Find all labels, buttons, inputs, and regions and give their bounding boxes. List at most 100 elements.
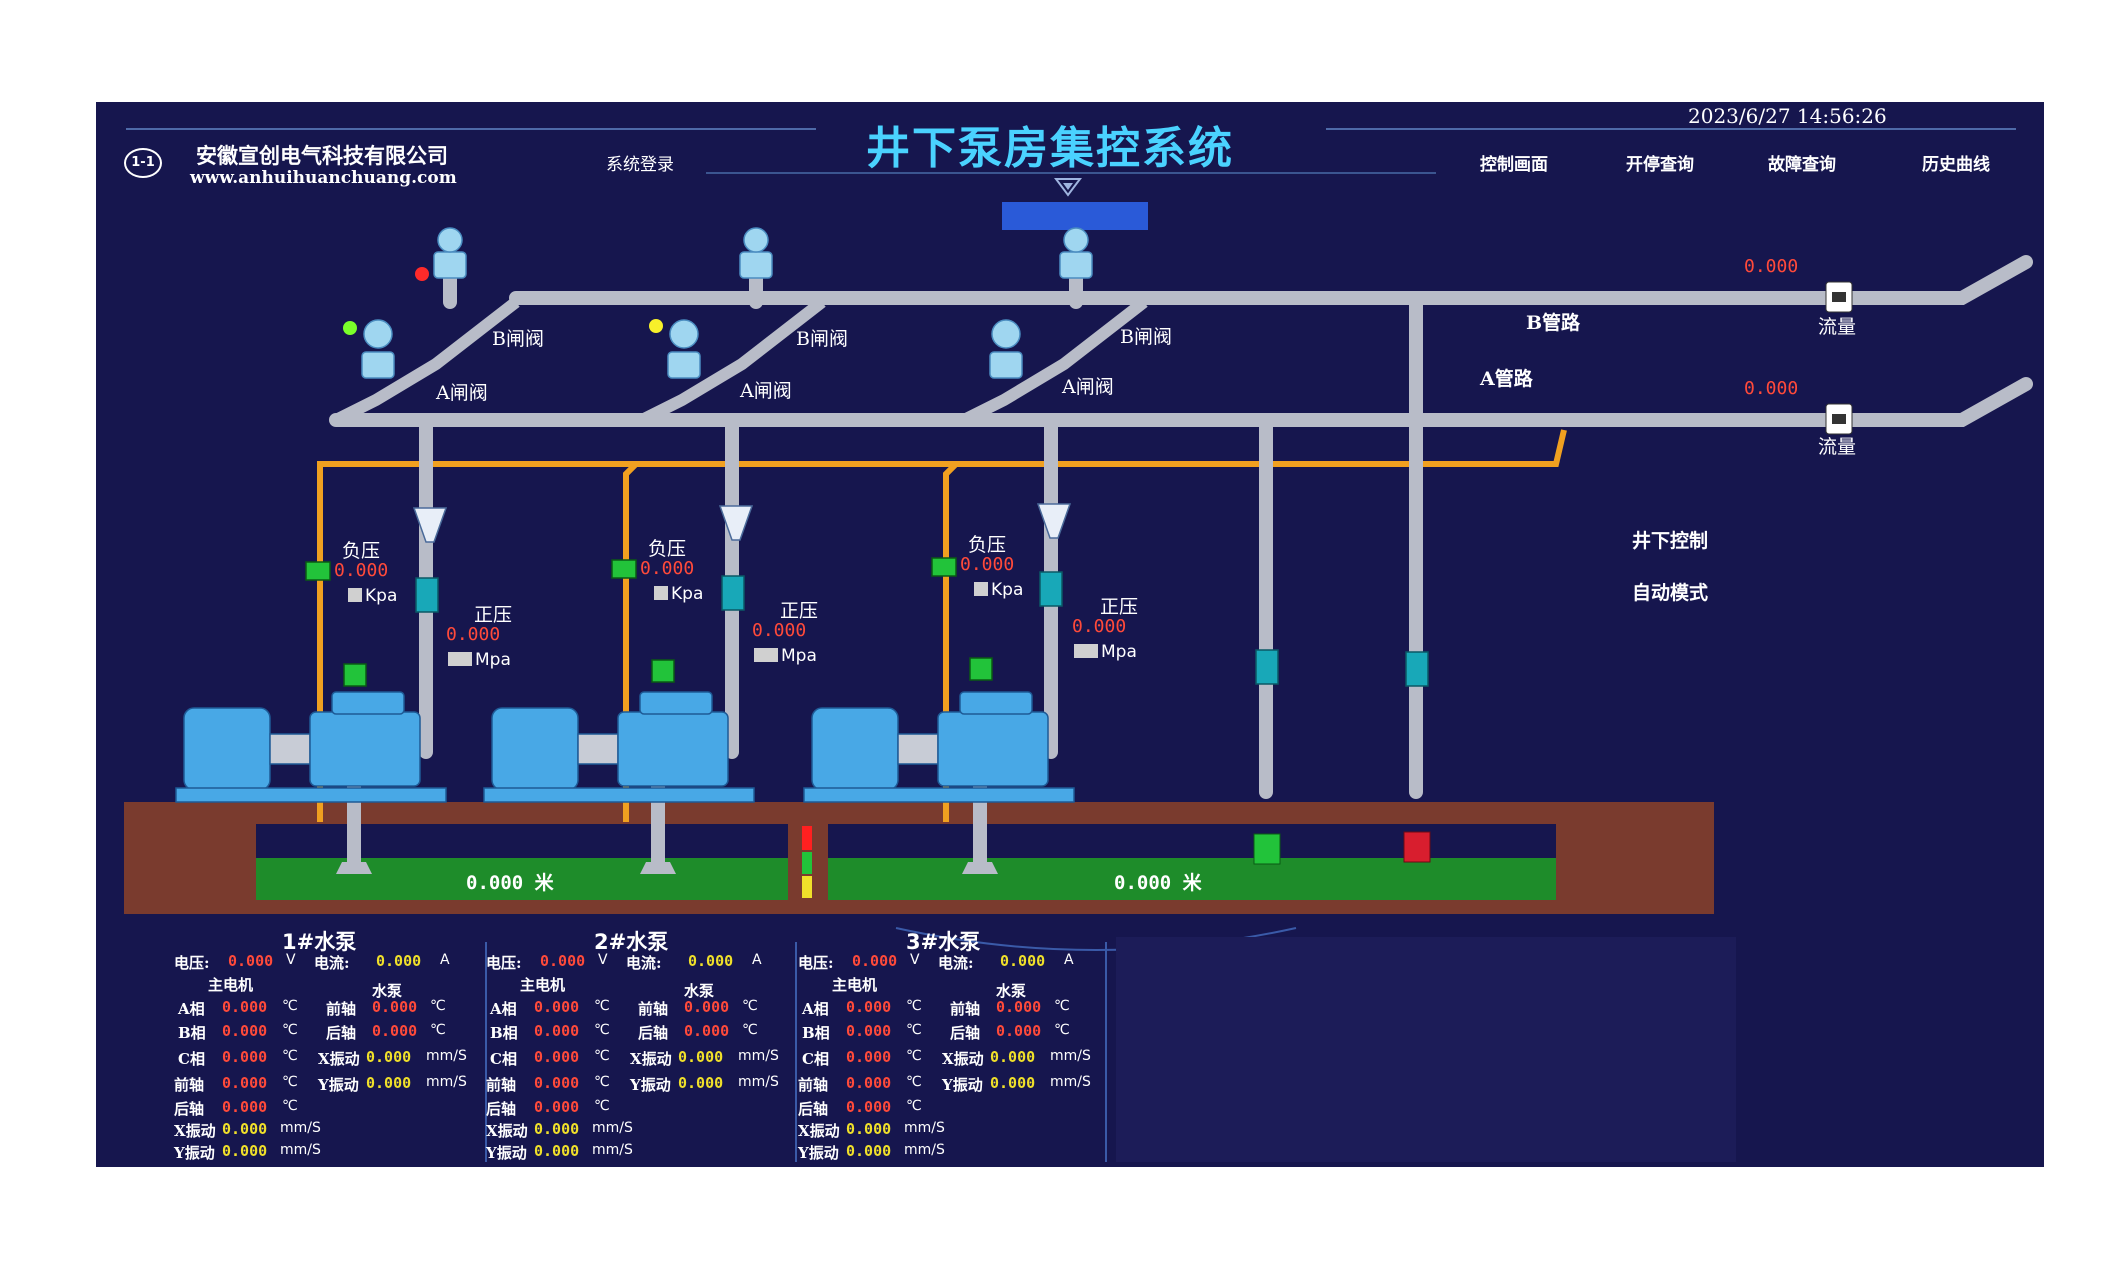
pump-y-vib-label: Y振动 xyxy=(942,1076,983,1094)
phase-c-label: C相 xyxy=(802,1050,829,1068)
pump-set-2 xyxy=(483,691,755,803)
current-value: 0.000 xyxy=(376,952,422,970)
level-indicator-green xyxy=(802,852,812,874)
neg-pressure-value-2: 0.000 xyxy=(640,558,695,579)
pump-rear-value: 0.000 xyxy=(372,1022,418,1040)
motor-rear-unit: ℃ xyxy=(906,1098,922,1114)
pump-x-vib-value: 0.000 xyxy=(990,1048,1036,1066)
motor-rear-label: 后轴 xyxy=(798,1100,829,1118)
pump-set-1 xyxy=(175,691,447,803)
nav-history-curve[interactable]: 历史曲线 xyxy=(1922,155,1990,175)
phase-a-value: 0.000 xyxy=(534,998,580,1016)
pump-front-unit: ℃ xyxy=(430,998,446,1014)
control-mode: 自动模式 xyxy=(1632,582,1709,604)
pos-pressure-label-2: 正压 xyxy=(780,600,819,622)
pump-x-vib-label: X振动 xyxy=(942,1050,984,1068)
voltage-unit: V xyxy=(286,952,296,968)
motor-y-vib-unit: mm/S xyxy=(592,1142,633,1158)
phase-c-value: 0.000 xyxy=(222,1048,268,1066)
motor-y-vib-value: 0.000 xyxy=(534,1142,580,1160)
phase-a-unit: ℃ xyxy=(282,998,298,1014)
motor-x-vib-label: X振动 xyxy=(486,1122,528,1140)
voltage-label: 电压: xyxy=(486,954,522,972)
pump-x-vib-unit: mm/S xyxy=(426,1048,467,1064)
motor-y-vib-label: Y振动 xyxy=(486,1144,527,1162)
neg-pressure-value-3: 0.000 xyxy=(960,554,1015,575)
valve-b-label-3: B闸阀 xyxy=(1120,326,1172,348)
pump-front-label: 前轴 xyxy=(326,1000,357,1018)
motor-front-label: 前轴 xyxy=(798,1076,829,1094)
water-sump-right xyxy=(828,858,1556,900)
neg-pressure-label-1: 负压 xyxy=(342,540,381,562)
phase-b-label: B相 xyxy=(490,1024,518,1042)
pump-rear-unit: ℃ xyxy=(742,1022,758,1038)
pump-rear-label: 后轴 xyxy=(326,1024,357,1042)
control-location: 井下控制 xyxy=(1632,530,1709,552)
current-label: 电流: xyxy=(626,954,662,972)
pump-y-vib-label: Y振动 xyxy=(630,1076,671,1094)
water-level-left: 0.000 米 xyxy=(466,872,554,894)
nav-control-screen[interactable]: 控制画面 xyxy=(1480,155,1548,175)
pump-header: 水泵 xyxy=(372,982,403,1000)
pos-pressure-value-2: 0.000 xyxy=(752,620,807,641)
neg-pressure-label-2: 负压 xyxy=(648,538,687,560)
kpa-unit-3: Kpa xyxy=(974,580,1023,600)
motor-x-vib-label: X振动 xyxy=(174,1122,216,1140)
soil-right xyxy=(1556,802,1714,914)
motor-rear-value: 0.000 xyxy=(534,1098,580,1116)
valve-a-label-2: A闸阀 xyxy=(740,380,792,402)
voltage-label: 电压: xyxy=(174,954,210,972)
pump-y-vib-value: 0.000 xyxy=(678,1074,724,1092)
phase-c-unit: ℃ xyxy=(906,1048,922,1064)
flow-a-label: 流量 xyxy=(1818,436,1857,458)
phase-c-label: C相 xyxy=(178,1050,205,1068)
pump-y-vib-unit: mm/S xyxy=(1050,1074,1091,1090)
nav-start-stop-query[interactable]: 开停查询 xyxy=(1626,155,1694,175)
pos-pressure-value-3: 0.000 xyxy=(1072,616,1127,637)
pump-front-value: 0.000 xyxy=(996,998,1042,1016)
phase-a-unit: ℃ xyxy=(594,998,610,1014)
pump-x-vib-value: 0.000 xyxy=(678,1048,724,1066)
header-line-right xyxy=(1326,128,2016,130)
pump-front-value: 0.000 xyxy=(372,998,418,1016)
motor-rear-unit: ℃ xyxy=(282,1098,298,1114)
motor-front-value: 0.000 xyxy=(534,1074,580,1092)
valve-b-label-2: B闸阀 xyxy=(796,328,848,350)
phase-a-label: A相 xyxy=(490,1000,517,1018)
chevron-down-icon[interactable] xyxy=(1054,176,1082,198)
pump-rear-label: 后轴 xyxy=(638,1024,669,1042)
motor-front-value: 0.000 xyxy=(222,1074,268,1092)
voltage-unit: V xyxy=(910,952,920,968)
phase-c-unit: ℃ xyxy=(282,1048,298,1064)
motor-x-vib-label: X振动 xyxy=(798,1122,840,1140)
motor-x-vib-unit: mm/S xyxy=(280,1120,321,1136)
motor-y-vib-label: Y振动 xyxy=(798,1144,839,1162)
phase-a-value: 0.000 xyxy=(222,998,268,1016)
motor-rear-unit: ℃ xyxy=(594,1098,610,1114)
motor-y-vib-value: 0.000 xyxy=(222,1142,268,1160)
motor-header: 主电机 xyxy=(832,976,878,994)
company-url: www.anhuihuanchuang.com xyxy=(190,168,457,188)
pump-front-value: 0.000 xyxy=(684,998,730,1016)
soil-top xyxy=(124,802,1714,824)
pump-x-vib-unit: mm/S xyxy=(1050,1048,1091,1064)
motor-y-vib-label: Y振动 xyxy=(174,1144,215,1162)
system-login-button[interactable]: 系统登录 xyxy=(606,155,674,175)
pump-set-3 xyxy=(803,691,1075,803)
motor-rear-label: 后轴 xyxy=(486,1100,517,1118)
motor-x-vib-unit: mm/S xyxy=(592,1120,633,1136)
datetime-display: 2023/6/27 14:56:26 xyxy=(1688,104,1887,128)
motor-front-value: 0.000 xyxy=(846,1074,892,1092)
phase-c-value: 0.000 xyxy=(846,1048,892,1066)
phase-c-unit: ℃ xyxy=(594,1048,610,1064)
motor-header: 主电机 xyxy=(520,976,566,994)
neg-pressure-value-1: 0.000 xyxy=(334,560,389,581)
water-level-right: 0.000 米 xyxy=(1114,872,1202,894)
phase-c-value: 0.000 xyxy=(534,1048,580,1066)
mpa-unit-2: Mpa xyxy=(754,646,817,666)
blue-status-button[interactable] xyxy=(1002,202,1148,230)
phase-a-value: 0.000 xyxy=(846,998,892,1016)
pipe-a-label: A管路 xyxy=(1480,368,1533,390)
nav-fault-query[interactable]: 故障查询 xyxy=(1768,155,1836,175)
pump-y-vib-value: 0.000 xyxy=(990,1074,1036,1092)
